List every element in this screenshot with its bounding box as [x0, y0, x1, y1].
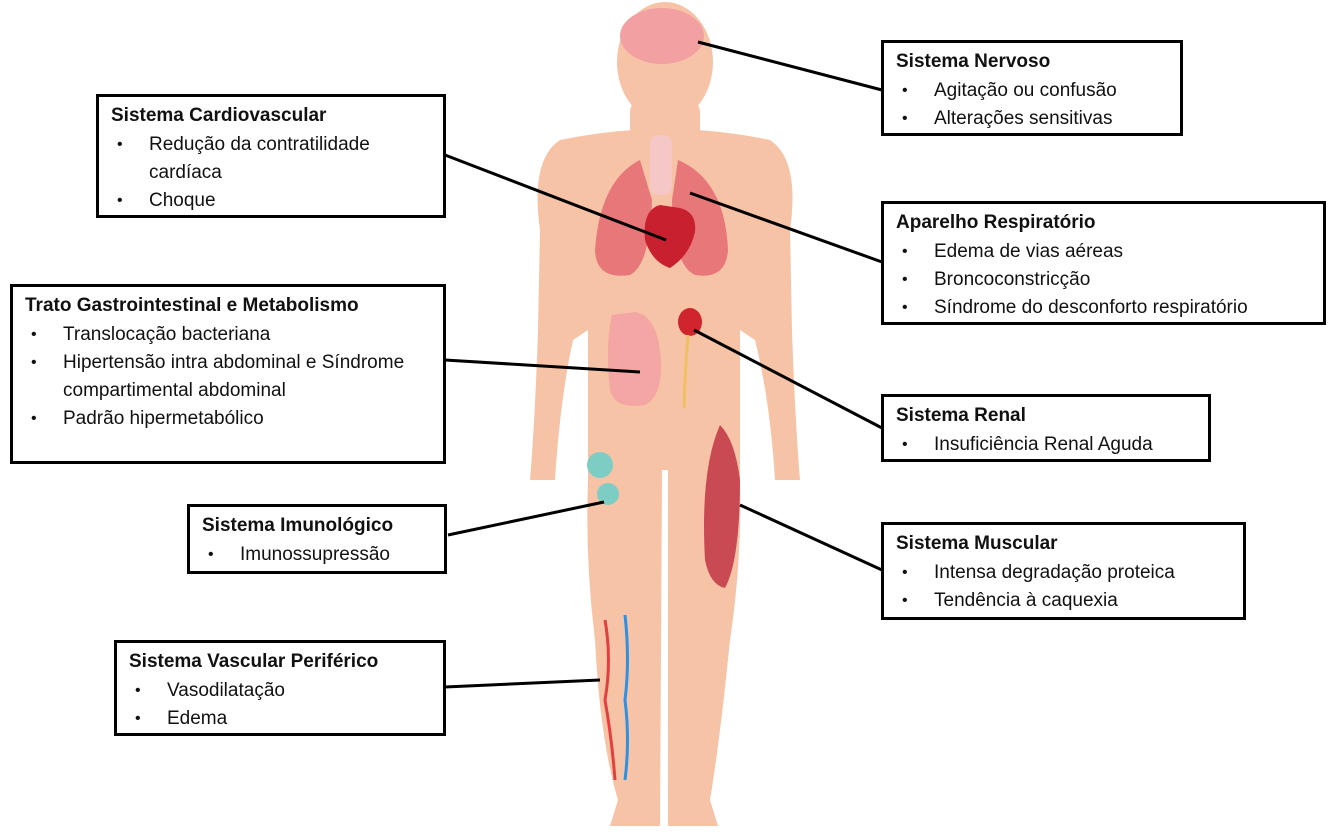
brain-organ	[620, 8, 704, 64]
connector-immune	[448, 502, 604, 535]
box-title: Sistema Cardiovascular	[111, 103, 433, 129]
connector-muscular	[740, 505, 882, 570]
immune-system-box: Sistema Imunológico Imunossupressão	[187, 504, 447, 574]
box-title: Sistema Vascular Periférico	[129, 649, 433, 675]
renal-system-box: Sistema Renal Insuficiência Renal Aguda	[881, 394, 1211, 462]
list-item: Padrão hipermetabólico	[25, 405, 433, 433]
item-list: Agitação ou confusão Alterações sensitiv…	[896, 77, 1170, 133]
box-title: Aparelho Respiratório	[896, 210, 1313, 236]
cardiovascular-system-box: Sistema Cardiovascular Redução da contra…	[96, 94, 446, 218]
intestine-organ	[608, 312, 661, 406]
muscular-system-box: Sistema Muscular Intensa degradação prot…	[881, 522, 1246, 620]
body-silhouette	[530, 2, 800, 826]
item-list: Vasodilatação Edema	[129, 677, 433, 733]
item-list: Intensa degradação proteica Tendência à …	[896, 559, 1233, 615]
list-item: Alterações sensitivas	[896, 105, 1170, 133]
box-title: Sistema Nervoso	[896, 49, 1170, 75]
list-item: Translocação bacteriana	[25, 321, 433, 349]
list-item: Síndrome do desconforto respiratório	[896, 294, 1313, 322]
nervous-system-box: Sistema Nervoso Agitação ou confusão Alt…	[881, 40, 1183, 136]
box-title: Sistema Renal	[896, 403, 1198, 429]
list-item: Imunossupressão	[202, 541, 434, 569]
respiratory-system-box: Aparelho Respiratório Edema de vias aére…	[881, 201, 1326, 325]
peripheral-vascular-system-box: Sistema Vascular Periférico Vasodilataçã…	[114, 640, 446, 736]
box-title: Sistema Imunológico	[202, 513, 434, 539]
list-item: Edema	[129, 705, 433, 733]
list-item: Choque	[111, 187, 433, 215]
list-item: Intensa degradação proteica	[896, 559, 1233, 587]
gastrointestinal-system-box: Trato Gastrointestinal e Metabolismo Tra…	[10, 284, 446, 464]
list-item: Redução da contratilidade cardíaca	[111, 131, 433, 187]
list-item: Broncoconstricção	[896, 266, 1313, 294]
connector-nervous	[698, 42, 882, 90]
item-list: Translocação bacteriana Hipertensão intr…	[25, 321, 433, 433]
trachea-organ	[650, 135, 672, 195]
item-list: Redução da contratilidade cardíaca Choqu…	[111, 131, 433, 215]
item-list: Imunossupressão	[202, 541, 434, 569]
box-title: Sistema Muscular	[896, 531, 1233, 557]
connector-vascular	[445, 680, 600, 687]
list-item: Hipertensão intra abdominal e Síndrome c…	[25, 349, 433, 405]
list-item: Tendência à caquexia	[896, 587, 1233, 615]
list-item: Agitação ou confusão	[896, 77, 1170, 105]
list-item: Insuficiência Renal Aguda	[896, 431, 1198, 459]
item-list: Edema de vias aéreas Broncoconstricção S…	[896, 238, 1313, 322]
box-title: Trato Gastrointestinal e Metabolismo	[25, 293, 433, 319]
immune-cell-1	[587, 452, 613, 478]
list-item: Vasodilatação	[129, 677, 433, 705]
list-item: Edema de vias aéreas	[896, 238, 1313, 266]
item-list: Insuficiência Renal Aguda	[896, 431, 1198, 459]
